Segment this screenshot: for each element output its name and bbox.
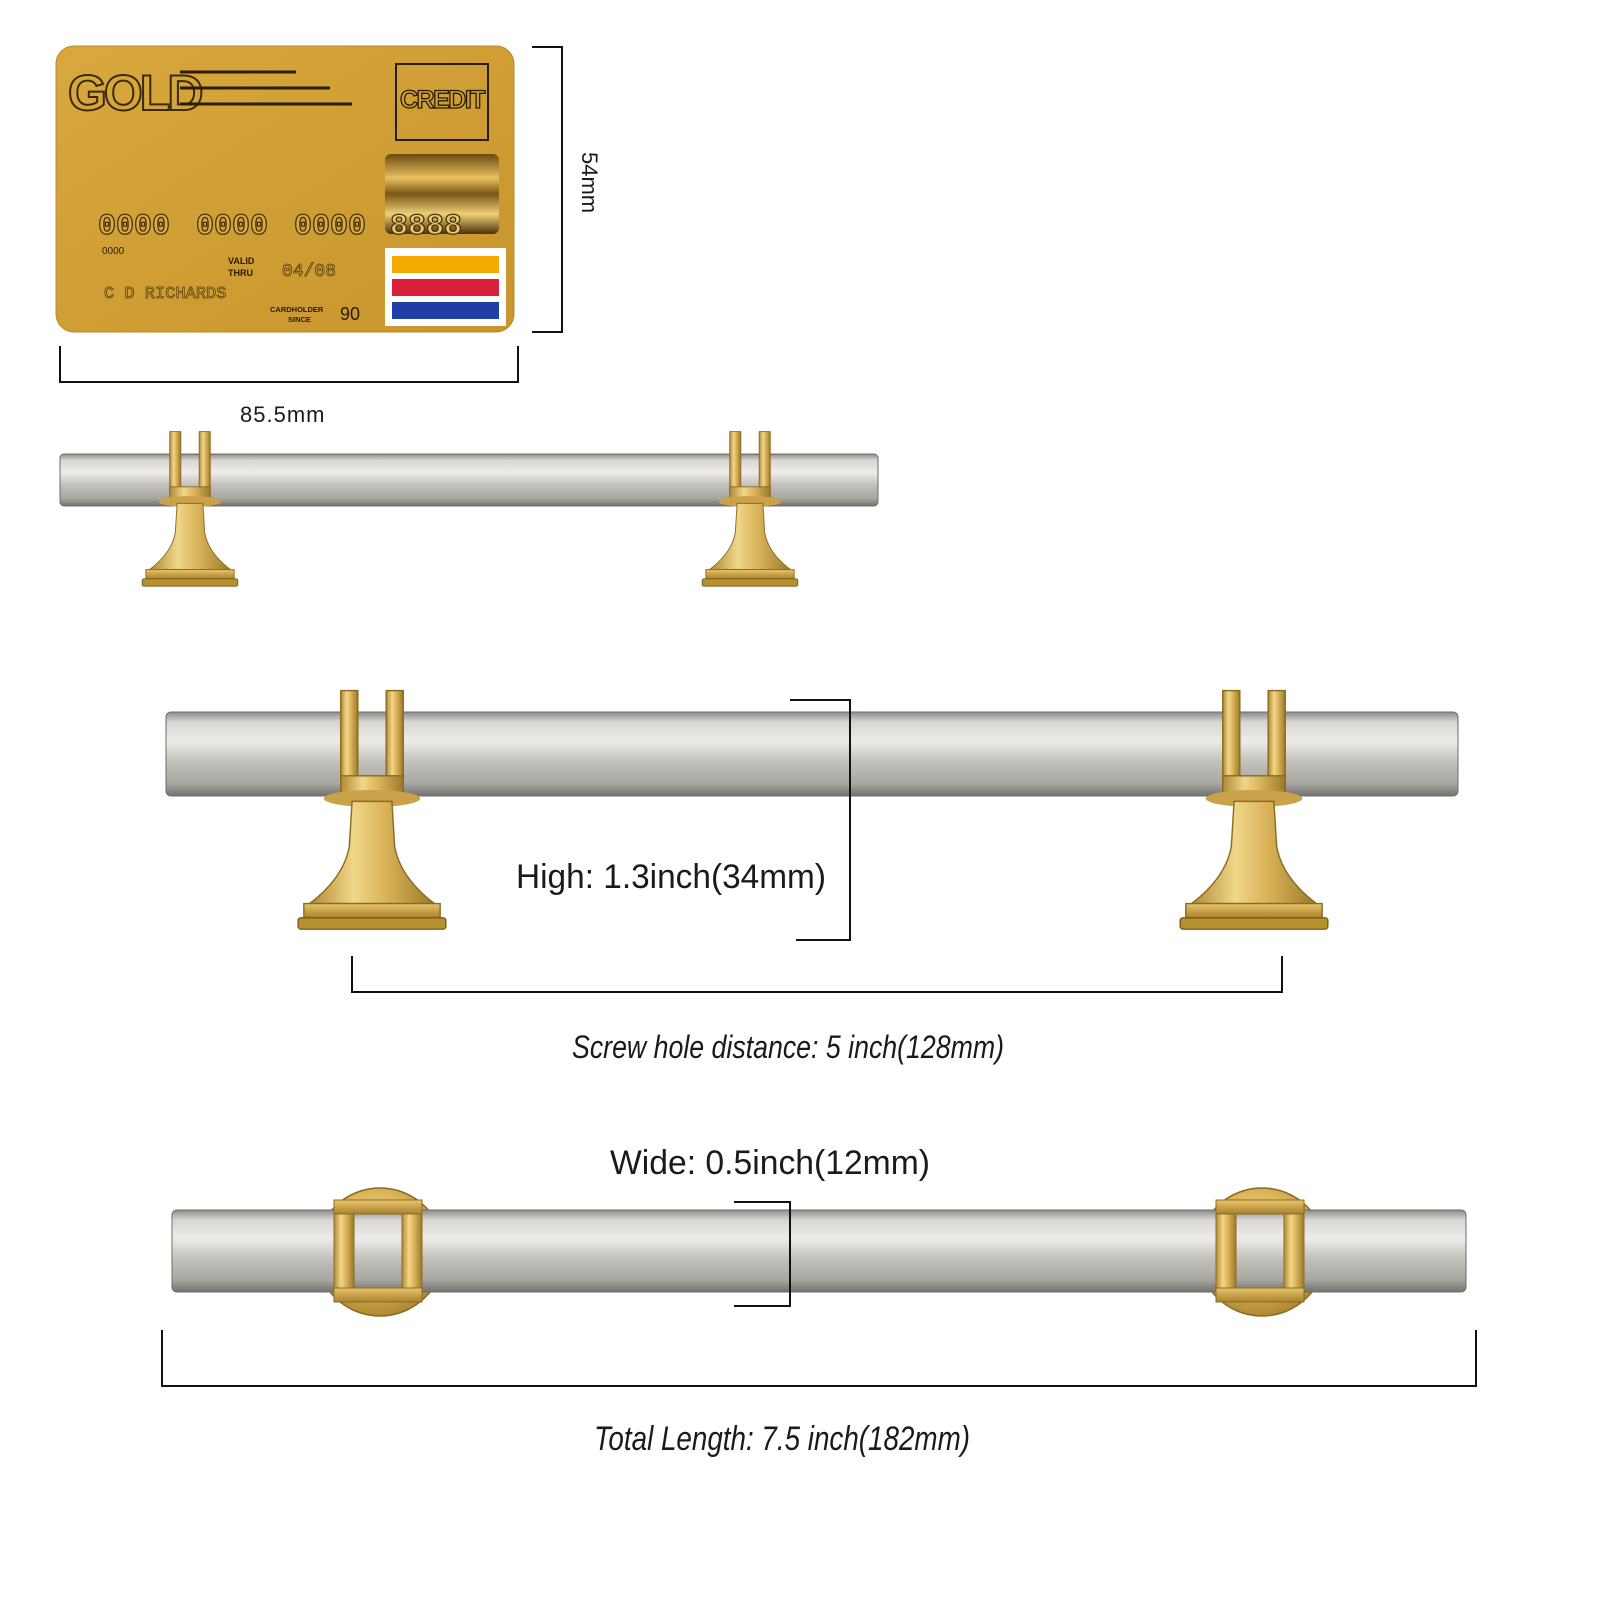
handle-side-view bbox=[165, 689, 1459, 930]
card-holder: C D RICHARDS bbox=[104, 285, 226, 304]
since-label-2: SINCE bbox=[288, 315, 311, 324]
since-label-1: CARDHOLDER bbox=[270, 305, 324, 314]
hologram bbox=[385, 154, 499, 234]
total-length-dimension bbox=[161, 1330, 1477, 1387]
card-width-label: 85.5mm bbox=[240, 402, 325, 427]
since-year: 90 bbox=[340, 304, 360, 324]
thru-label: THRU bbox=[228, 268, 253, 278]
card-brand: GOLD bbox=[68, 65, 202, 121]
card-number-1: 0000 bbox=[98, 210, 170, 244]
card-width-dimension bbox=[59, 346, 519, 383]
card-type: CREDIT bbox=[400, 86, 485, 114]
card-height-dimension bbox=[532, 46, 563, 333]
credit-card: GOLD CREDIT 0000 0000 0000 8888 0000 VAL… bbox=[55, 45, 515, 333]
handle-top-view bbox=[171, 1187, 1467, 1317]
valid-label: VALID bbox=[228, 256, 255, 266]
stripe-red bbox=[392, 279, 499, 296]
card-small-code: 0000 bbox=[102, 246, 125, 257]
card-number-4: 8888 bbox=[390, 210, 462, 244]
card-type-box bbox=[395, 63, 489, 141]
screw-hole-label: Screw hole distance: 5 inch(128mm) bbox=[572, 1029, 1004, 1065]
width-dimension bbox=[734, 1201, 791, 1307]
stripe-blue bbox=[392, 302, 499, 319]
total-length-label: Total Length: 7.5 inch(182mm) bbox=[594, 1420, 970, 1458]
card-number-3: 0000 bbox=[294, 210, 366, 244]
handle-small bbox=[59, 431, 879, 587]
screw-hole-dimension bbox=[351, 956, 1283, 993]
card-number-2: 0000 bbox=[196, 210, 268, 244]
stripe-yellow bbox=[392, 256, 499, 273]
card-height-label: 54mm bbox=[577, 152, 602, 213]
height-label: High: 1.3inch(34mm) bbox=[516, 858, 826, 896]
width-label: Wide: 0.5inch(12mm) bbox=[610, 1144, 930, 1182]
height-dimension bbox=[790, 699, 851, 941]
card-expiry: 04/08 bbox=[282, 262, 336, 282]
